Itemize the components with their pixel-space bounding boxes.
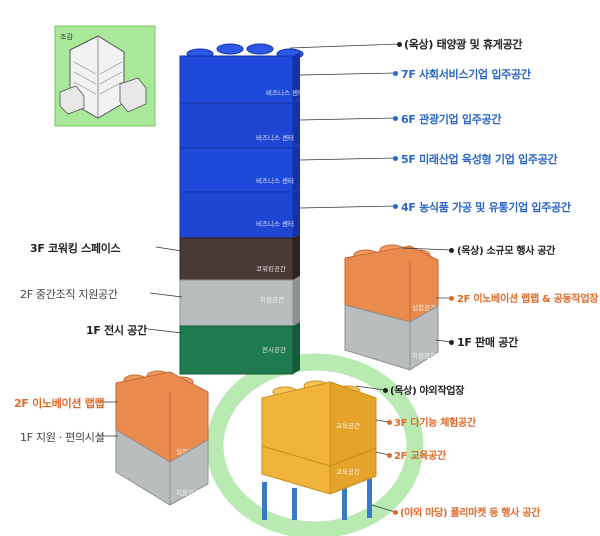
brick-2f: 지원공간 [179, 276, 300, 327]
brick-1f: 전시공간 [179, 322, 300, 375]
thumbnail-label: 조감 [60, 33, 73, 41]
label-5f: 5F 미래산업 육성형 기업 입주공간 [401, 153, 558, 166]
brick-3f-label: 코워킹공간 [256, 264, 286, 273]
label-center-ground: (야외 마당) 플리마켓 등 행사 공간 [400, 508, 541, 519]
right-bottom-brick-label: 지원공간 [412, 351, 436, 360]
label-rooftop: (옥상) 태양광 및 휴게공간 [404, 38, 523, 51]
right-stack: 실험공간 지원공간 [344, 244, 439, 371]
label-2f: 2F 중간조직 지원공간 [20, 288, 118, 301]
tower: 비즈니스 센터 비즈니스 센터 비즈니스 센터 비즈니스 센터 코워킹공간 [179, 43, 304, 375]
brick-5f: 비즈니스 센터 [179, 144, 300, 193]
center-top-brick-label: 교육공간 [336, 421, 360, 430]
label-1f: 1F 전시 공간 [86, 324, 147, 337]
label-right-f2: 2F 이노베이션 랩랩 & 공동작업장 [457, 294, 599, 305]
label-center-rooftop: (옥상) 야외작업장 [390, 386, 465, 397]
brick-6f-label: 비즈니스 센터 [256, 133, 294, 142]
dot-center-rooftop [383, 388, 388, 393]
dot-center-ground [393, 510, 398, 515]
label-7f: 7F 사회서비스기업 입주공간 [401, 68, 531, 81]
right-top-brick-label: 실험공간 [412, 303, 436, 312]
dot-4f [393, 204, 398, 209]
left-stack: 실험공간 지원공간 [115, 370, 209, 506]
courtyard-ring [206, 353, 424, 536]
brick-3f: 코워킹공간 [179, 234, 300, 281]
brick-6f: 비즈니스 센터 [179, 99, 300, 149]
center-bottom-brick-label: 교육공간 [336, 467, 360, 476]
dot-5f [393, 156, 398, 161]
brick-5f-label: 비즈니스 센터 [256, 176, 294, 185]
brick-1f-label: 전시공간 [262, 345, 286, 354]
brick-7f-label: 비즈니스 센터 [266, 88, 304, 97]
label-4f: 4F 농식품 가공 및 유통기업 입주공간 [401, 201, 571, 214]
label-right-rooftop: (옥상) 소규모 행사 공간 [457, 246, 556, 257]
left-bottom-brick-label: 지원공간 [176, 488, 200, 497]
brick-7f: 비즈니스 센터 [179, 52, 304, 104]
tower-top-studs [186, 43, 304, 60]
label-6f: 6F 관광기업 입주공간 [401, 113, 502, 126]
label-center-f3: 3F 다기능 체험공간 [394, 418, 476, 429]
dot-6f [393, 116, 398, 121]
brick-2f-label: 지원공간 [260, 295, 284, 304]
label-right-f1: 1F 판매 공간 [457, 336, 518, 349]
dot-center-f2 [387, 453, 392, 458]
dot-right-f2 [449, 296, 454, 301]
brick-4f-label: 비즈니스 센터 [256, 219, 294, 228]
leader-lines [98, 43, 452, 513]
dot-rooftop [397, 42, 402, 47]
aerial-thumbnail: 조감 [54, 25, 156, 127]
center-pavilion: 교육공간 교육공간 [261, 380, 377, 520]
dot-center-f3 [387, 420, 392, 425]
label-left-f2: 2F 이노베이션 랩랩 [14, 397, 105, 410]
dot-right-f1 [449, 340, 454, 345]
label-left-f1: 1F 지원 · 편의시설 [20, 431, 105, 444]
brick-4f: 비즈니스 센터 [179, 188, 300, 239]
label-3f: 3F 코워킹 스페이스 [30, 242, 121, 255]
label-center-f2: 2F 교육공간 [394, 451, 446, 462]
dot-right-rooftop [449, 248, 454, 253]
dot-7f [393, 71, 398, 76]
